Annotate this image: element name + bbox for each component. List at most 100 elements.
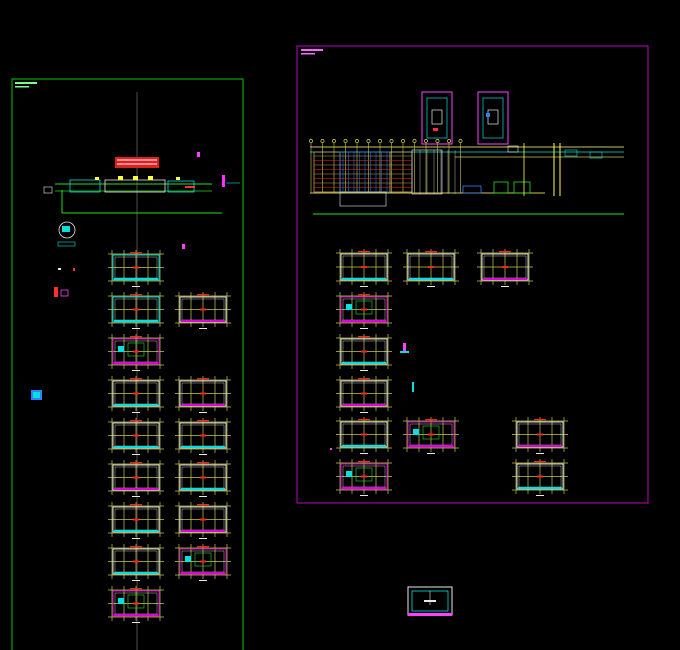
plan-room-label (200, 518, 206, 521)
right-detail-symbols[interactable] (330, 343, 414, 450)
floor-plan-8[interactable] (175, 418, 231, 455)
plan-base-strip (114, 614, 158, 616)
plan-base-strip (114, 530, 158, 532)
floor-plan-6[interactable] (175, 376, 231, 413)
left-floor-plans[interactable] (108, 250, 231, 623)
right-floor-plans[interactable] (336, 249, 568, 496)
plan-base-strip (114, 362, 158, 364)
floor-plan-5[interactable] (108, 376, 164, 413)
detail-mark-2 (58, 268, 61, 270)
section-elevation[interactable] (309, 139, 624, 215)
plan-base-strip (114, 320, 158, 322)
floor-plan-109[interactable] (336, 459, 392, 496)
right-sheet[interactable] (296, 45, 649, 504)
plan-title-mark (130, 378, 142, 380)
plan-base-strip (409, 445, 453, 447)
plan-scale-mark (199, 580, 207, 581)
plan-title-mark (197, 504, 209, 506)
floor-plan-1[interactable] (108, 250, 164, 287)
elevation-title-block (115, 157, 159, 168)
plan-scale-mark (360, 286, 368, 287)
floor-plan-12[interactable] (175, 502, 231, 539)
plan-title-mark (130, 336, 142, 338)
floor-plan-107[interactable] (403, 417, 459, 454)
tower-plan-1-mark (433, 128, 438, 131)
plan-room-label (133, 602, 139, 605)
right-mark-1-base (400, 351, 409, 353)
plan-room-label (537, 475, 543, 478)
loose-plan-sheet[interactable] (407, 586, 453, 616)
floor-plan-103[interactable] (336, 292, 392, 329)
floor-plan-7[interactable] (108, 418, 164, 455)
plan-base-strip (181, 404, 225, 406)
plan-scale-mark (501, 286, 509, 287)
plan-title-mark (130, 420, 142, 422)
floor-plan-100[interactable] (336, 249, 392, 287)
floor-plan-105[interactable] (336, 376, 392, 413)
plan-base-strip (181, 446, 225, 448)
floor-plan-9[interactable] (108, 460, 164, 497)
left-sheet[interactable] (11, 78, 244, 650)
plan-scale-mark (427, 286, 435, 287)
plan-core (127, 594, 145, 609)
plan-base-strip (181, 320, 225, 322)
plan-title-mark (130, 504, 142, 506)
right-sheet-title-mark (301, 49, 323, 51)
floor-plan-3[interactable] (175, 292, 231, 329)
plan-room-label (200, 392, 206, 395)
plan-scale-mark (360, 328, 368, 329)
floor-plan-101[interactable] (403, 249, 459, 287)
grid-bubble (332, 139, 336, 143)
plan-scale-mark (199, 412, 207, 413)
left-detail-symbols[interactable] (31, 221, 185, 400)
left-sheet-frame (11, 78, 244, 650)
plan-room-label (200, 308, 206, 311)
floor-plan-108[interactable] (512, 417, 568, 454)
plan-base-strip (342, 445, 386, 447)
tower-plan-1 (421, 91, 453, 145)
section-left-block (313, 151, 341, 193)
plan-core (194, 552, 212, 567)
section-tag-3 (507, 145, 519, 153)
elevation-accent-1 (118, 176, 123, 180)
floor-plan-13[interactable] (108, 544, 164, 581)
elevation-side-figure (222, 175, 225, 187)
plan-room-label (502, 266, 508, 268)
floor-plan-104[interactable] (336, 334, 392, 371)
floor-plan-110[interactable] (512, 459, 568, 496)
detail-magenta-figure (60, 289, 69, 297)
grid-bubble (424, 139, 428, 143)
floor-plan-14[interactable] (175, 544, 231, 581)
plan-title-mark (197, 294, 209, 296)
plan-title-mark (534, 419, 546, 421)
plan-base-strip (342, 320, 386, 322)
floor-plan-15[interactable] (108, 586, 164, 623)
section-tower-plans[interactable] (421, 91, 509, 145)
plan-base-strip (409, 278, 453, 280)
floor-plan-10[interactable] (175, 460, 231, 497)
plan-scale-mark (132, 454, 140, 455)
detail-red-figure (54, 287, 58, 297)
plan-room-label (133, 392, 139, 395)
plan-title-mark (534, 461, 546, 463)
grid-bubble (378, 139, 382, 143)
left-elevation[interactable] (43, 152, 240, 214)
plan-room-label (133, 266, 139, 269)
plan-title-mark (358, 251, 370, 253)
floor-plan-2[interactable] (108, 292, 164, 329)
plan-scale-mark (199, 328, 207, 329)
floor-plan-102[interactable] (477, 249, 533, 287)
plan-title-mark (130, 588, 142, 590)
floor-plan-4[interactable] (108, 334, 164, 371)
plan-base-strip (483, 278, 527, 280)
plan-title-mark (358, 461, 370, 463)
floor-plan-106[interactable] (336, 417, 392, 454)
loose-plan-base (408, 613, 452, 616)
grid-bubble (458, 139, 463, 143)
plan-scale-mark (132, 328, 140, 329)
plan-room-label (361, 308, 367, 311)
plan-title-mark (130, 252, 142, 254)
plan-room-label (361, 392, 367, 395)
floor-plan-11[interactable] (108, 502, 164, 539)
